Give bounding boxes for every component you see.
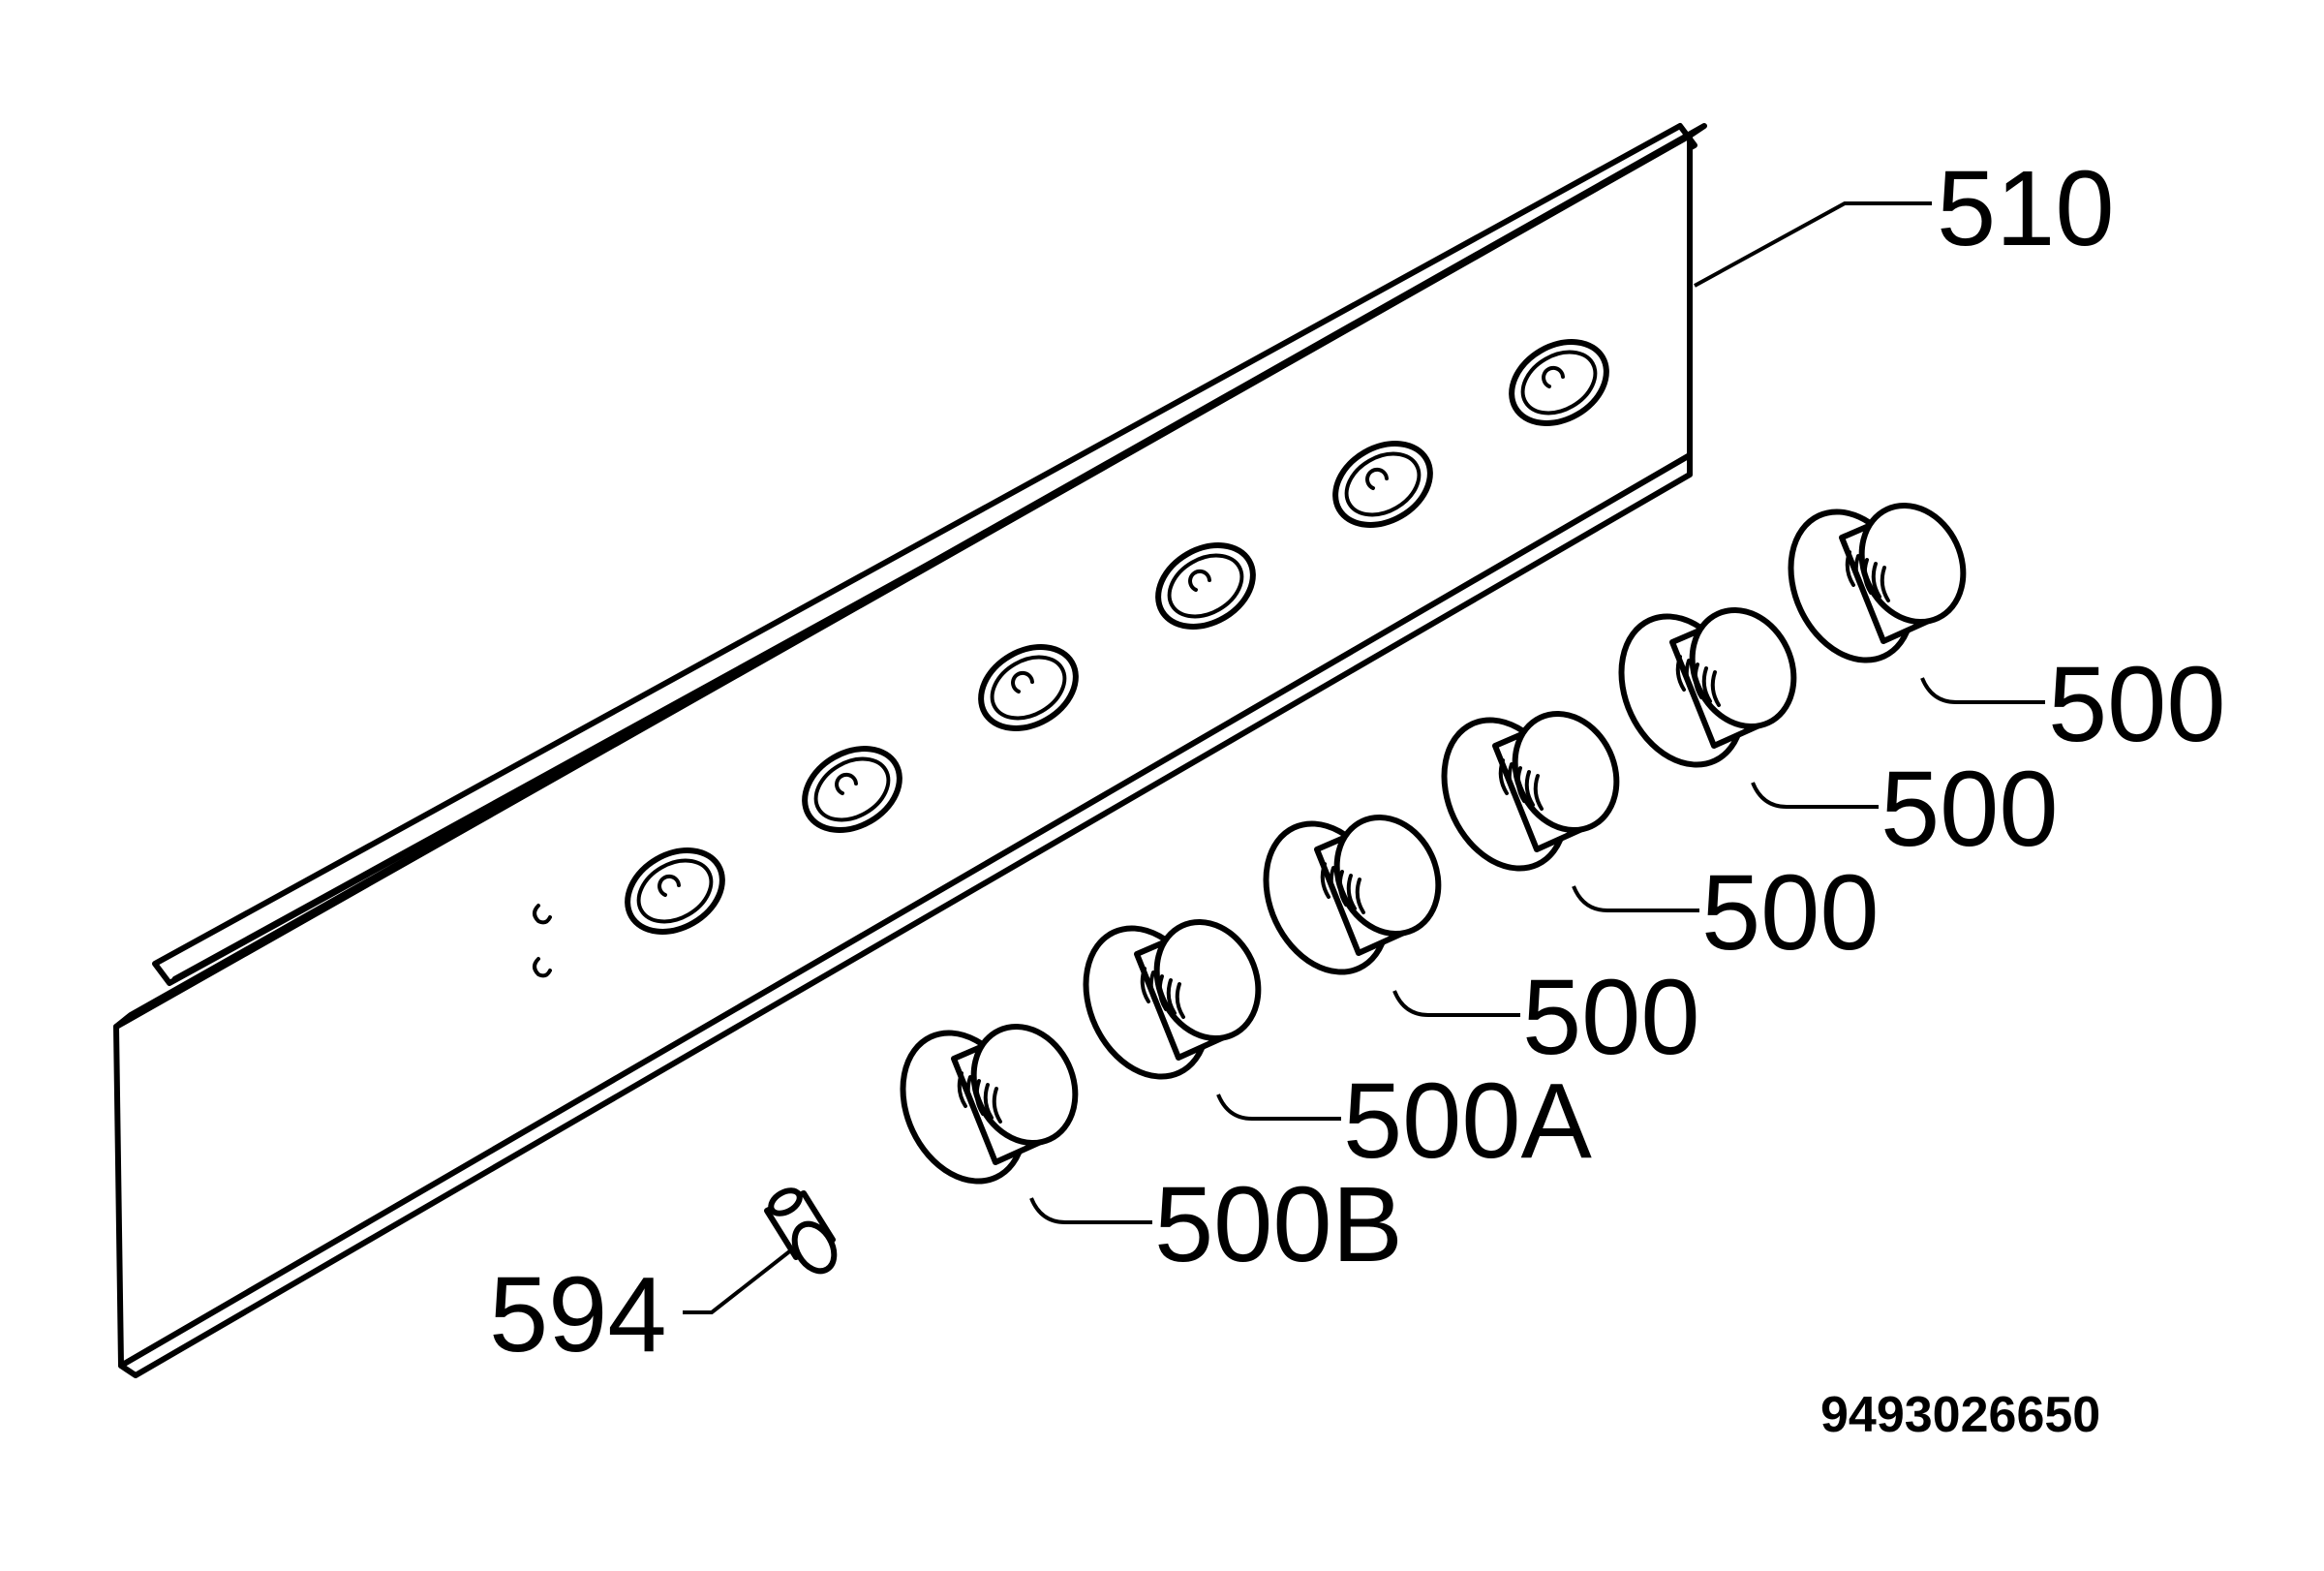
knob-hole xyxy=(625,847,725,935)
knob-hole xyxy=(1332,441,1433,528)
leader-500-2 xyxy=(1751,782,1879,809)
leader-lines xyxy=(683,201,2045,1314)
panel-top-rail xyxy=(152,123,1697,986)
panel-bottom-edge xyxy=(118,452,1693,1378)
leader-500A xyxy=(1216,1094,1341,1121)
document-number: 9493026650 xyxy=(1820,1387,2100,1443)
leader-500B xyxy=(1029,1197,1152,1224)
label-500-4: 500 xyxy=(1522,958,1700,1077)
control-panel xyxy=(113,123,1707,1378)
control-knob xyxy=(1441,710,1620,872)
control-knob xyxy=(1083,918,1262,1080)
label-510: 510 xyxy=(1937,149,2115,268)
leader-500-3 xyxy=(1572,885,1699,912)
label-594: 594 xyxy=(489,1255,667,1374)
leader-500-4 xyxy=(1392,990,1520,1017)
knob-hole xyxy=(978,644,1079,731)
control-knob xyxy=(900,1023,1079,1185)
spacer-594 xyxy=(764,1187,838,1275)
indicator-lamp-holes xyxy=(533,904,552,978)
control-knobs xyxy=(900,502,1967,1185)
leader-510 xyxy=(1694,201,1932,288)
knob-hole xyxy=(1509,339,1609,426)
control-knob xyxy=(1618,606,1797,768)
knob-hole xyxy=(802,746,902,833)
leader-594 xyxy=(683,1248,794,1314)
panel-top-edge xyxy=(113,123,1707,1030)
knob-holes xyxy=(625,339,1609,935)
knob-hole xyxy=(1155,542,1256,630)
label-500B: 500B xyxy=(1154,1165,1403,1284)
label-500-1: 500 xyxy=(2048,645,2226,764)
label-500A: 500A xyxy=(1343,1062,1593,1181)
control-knob xyxy=(1263,814,1442,975)
leader-500-1 xyxy=(1920,677,2045,704)
label-500-2: 500 xyxy=(1881,750,2059,869)
control-knob xyxy=(1788,502,1967,663)
label-500-3: 500 xyxy=(1701,853,1880,972)
callout-labels: 510 500 500 500 500 500A 500B 594 xyxy=(489,149,2226,1374)
